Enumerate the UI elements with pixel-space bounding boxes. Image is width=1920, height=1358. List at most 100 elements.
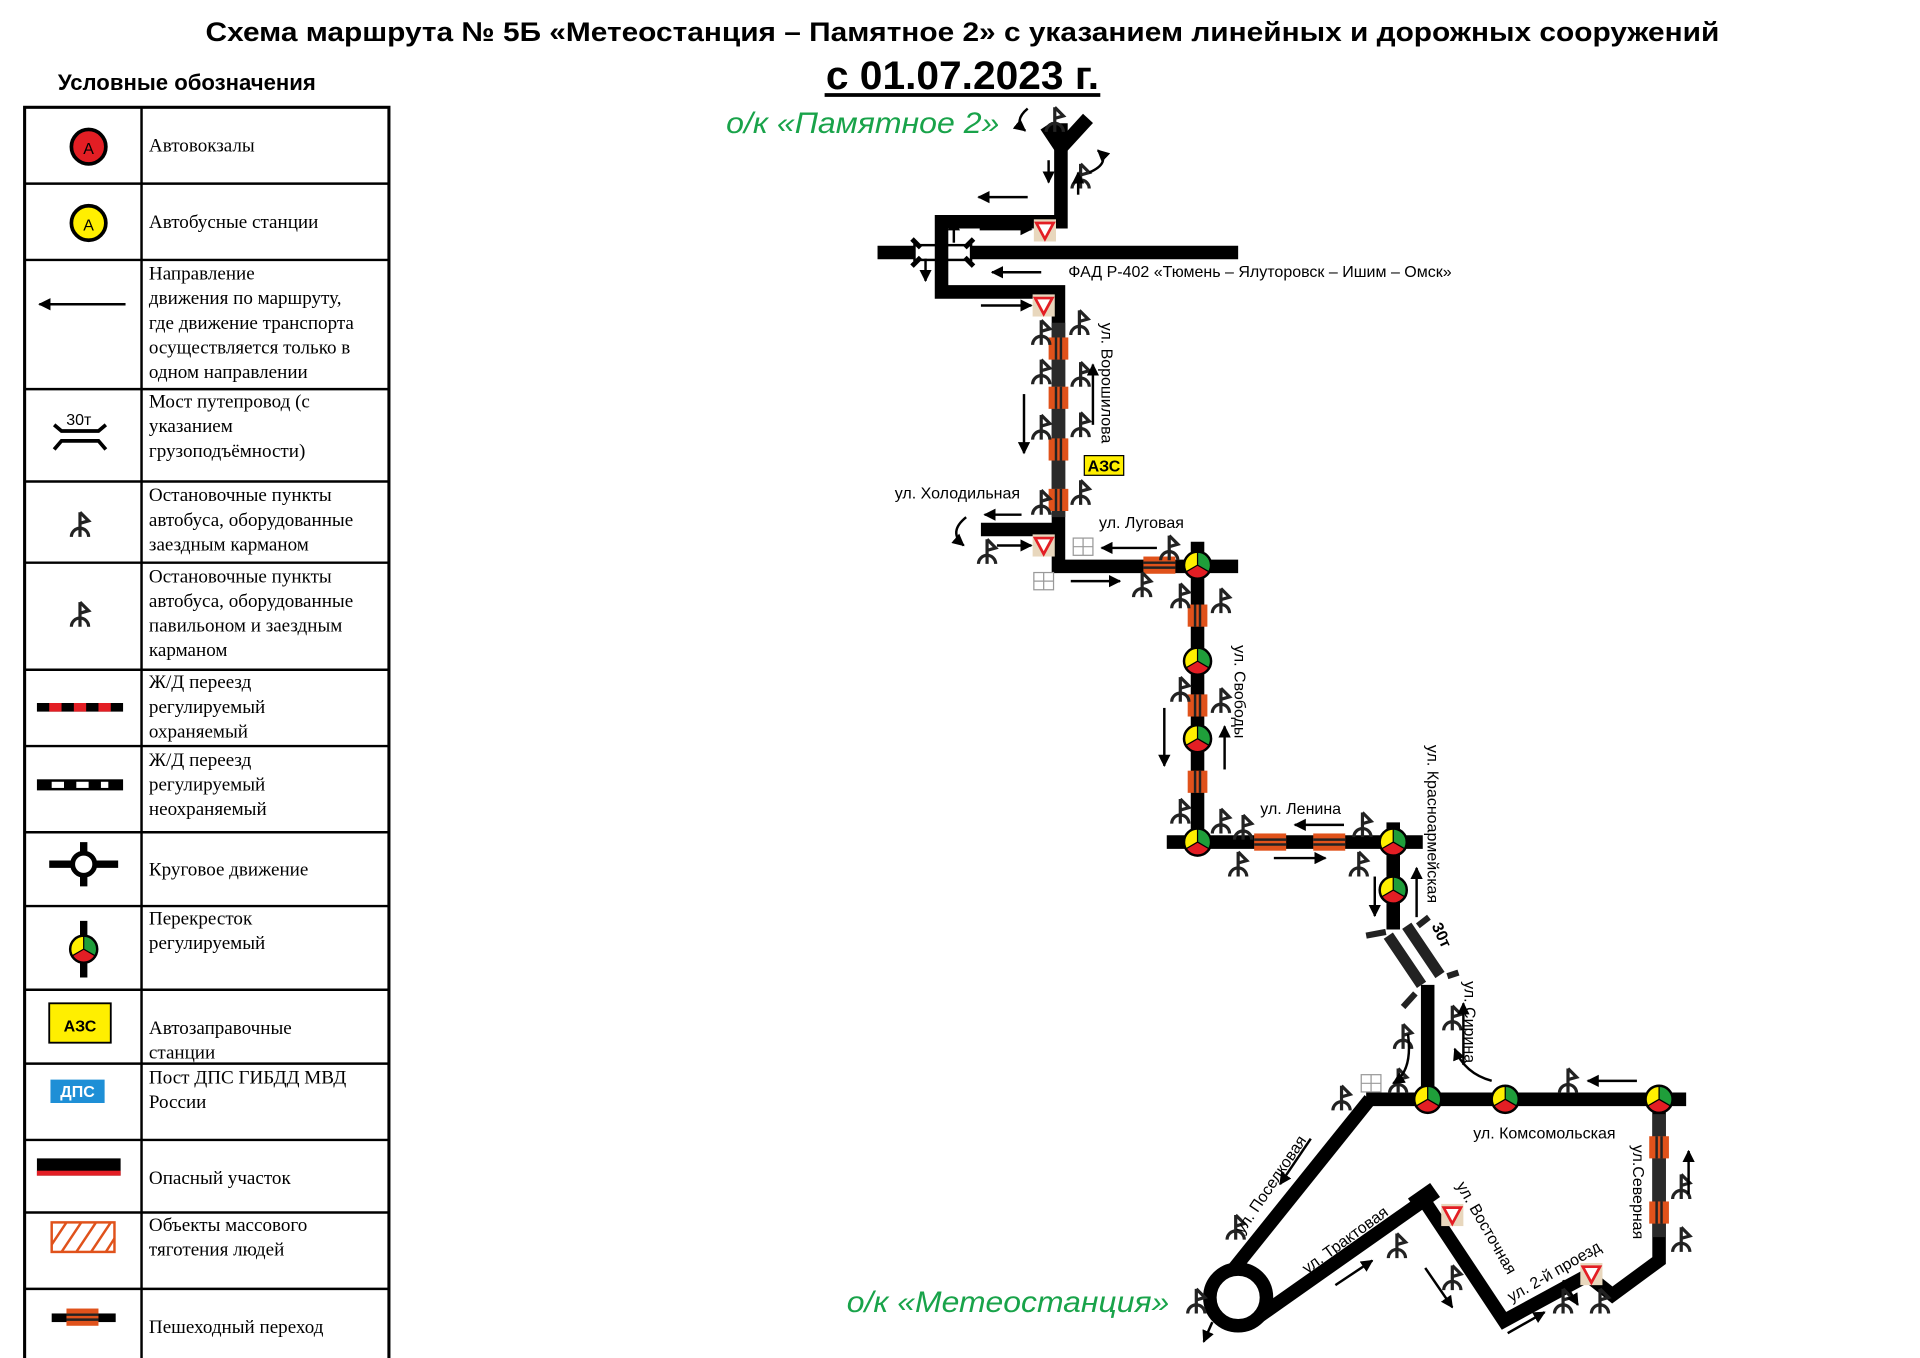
svg-text:Опасный участок: Опасный участок — [149, 1168, 292, 1189]
bus-stop-icon — [1671, 1172, 1692, 1201]
street-label-lugovaya: ул. Луговая — [1099, 515, 1184, 532]
svg-text:указанием: указанием — [149, 416, 233, 437]
traffic-light-icon — [1412, 1084, 1443, 1115]
route-map: АЗС о/к «Памятное 2» о/к «Метеостанция» … — [726, 105, 1695, 1343]
bus-stop-icon — [1159, 534, 1180, 562]
svg-text:автобуса, оборудованные: автобуса, оборудованные — [149, 510, 353, 531]
street-label-holodilnaya: ул. Холодильная — [895, 486, 1020, 503]
svg-text:Автозаправочные: Автозаправочные — [149, 1018, 292, 1039]
svg-text:Мост путепровод (с: Мост путепровод (с — [149, 392, 310, 413]
bus-stop-icon — [1170, 675, 1191, 704]
bus-stop-pocket-icon — [69, 510, 91, 539]
railway-crossing-unguarded-icon — [36, 779, 124, 791]
bus-stop-icon — [1210, 807, 1232, 836]
svg-text:заездным карманом: заездным карманом — [149, 534, 309, 555]
bus-stop-icon — [1031, 358, 1052, 386]
svg-text:движения по маршруту,: движения по маршруту, — [149, 288, 342, 309]
traffic-light-icon — [1182, 723, 1213, 754]
street-label-sirina: ул. Сирина — [1461, 981, 1478, 1063]
highway-label: ФАД Р-402 «Тюмень – Ялуторовск – Ишим – … — [1068, 264, 1451, 281]
traffic-light-icon — [1378, 827, 1409, 857]
bus-station-icon: А — [69, 203, 108, 243]
street-label-voroshilova: ул. Ворошилова — [1098, 323, 1115, 444]
bus-stop-icon — [1557, 1066, 1579, 1095]
yield-sign-icon — [1031, 293, 1057, 318]
bus-stop-icon — [1210, 686, 1232, 715]
bridge-30t — [1365, 914, 1460, 1010]
end-stop-label: о/к «Метеостанция» — [847, 1286, 1169, 1319]
svg-text:охраняемый: охраняемый — [149, 721, 248, 742]
bus-stop-icon — [1070, 162, 1091, 191]
bus-stop-icon — [1170, 582, 1191, 610]
pedestrian-crossing-icon — [1186, 693, 1209, 718]
svg-text:Пост ДПС ГИБДД МВД: Пост ДПС ГИБДД МВД — [149, 1067, 346, 1088]
yield-sign-icon — [1032, 217, 1058, 243]
legend-heading: Условные обозначения — [58, 70, 316, 95]
svg-text:павильоном и заездным: павильоном и заездным — [149, 616, 342, 637]
start-stop-label: о/к «Памятное 2» — [726, 107, 999, 140]
bus-stop-icon — [1331, 1084, 1352, 1112]
yield-sign-icon — [1578, 1261, 1604, 1287]
crowd-object-icon — [50, 1221, 116, 1254]
bus-stop-icon — [1031, 488, 1052, 517]
svg-text:АЗС: АЗС — [1088, 459, 1121, 476]
gas-station-icon: АЗС — [48, 1002, 112, 1044]
svg-text:Ж/Д переезд: Ж/Д переезд — [149, 750, 252, 771]
svg-text:грузоподъёмности): грузоподъёмности) — [149, 441, 305, 462]
svg-text:Автобусные станции: Автобусные станции — [149, 212, 318, 233]
effective-date: с 01.07.2023 г. — [826, 54, 1099, 98]
traffic-light-icon — [1182, 550, 1213, 580]
direction-arrows — [919, 107, 1695, 1343]
poselkovaya-road — [1219, 1095, 1376, 1285]
bus-stop-icon — [1070, 410, 1091, 439]
svg-text:30т: 30т — [66, 412, 92, 429]
bus-stop-pavilion-icon — [69, 600, 91, 629]
pedestrian-crossing-icon — [1047, 336, 1070, 361]
pedestrian-crossing-icon — [1186, 769, 1209, 795]
yield-sign-icon — [1439, 1202, 1465, 1228]
traffic-light-icon — [1182, 646, 1213, 676]
yield-sign-icon — [1031, 533, 1057, 558]
railway-crossing-guarded-icon — [36, 703, 124, 712]
bus-stop-icon — [1069, 308, 1090, 337]
bus-stop-icon — [1442, 1263, 1463, 1292]
traffic-light-icon — [1644, 1084, 1674, 1115]
building-icon — [1072, 537, 1094, 556]
svg-text:регулируемый: регулируемый — [149, 697, 265, 718]
bus-stop-icon — [1348, 850, 1369, 879]
street-label-krasnoarmeyskaya: ул. Красноармейская — [1424, 745, 1441, 903]
svg-text:тяготения людей: тяготения людей — [149, 1240, 284, 1261]
bus-stop-icon — [1227, 850, 1249, 879]
svg-text:России: России — [149, 1092, 206, 1113]
building-icon — [1033, 571, 1055, 591]
traffic-light-icon — [68, 920, 99, 978]
bus-stop-icon — [1131, 570, 1153, 599]
street-label-komsomolskaya: ул. Комсомольская — [1473, 1126, 1615, 1143]
svg-text:осуществляется только в: осуществляется только в — [149, 337, 350, 358]
bridge-load-label: 30т — [1428, 920, 1454, 951]
svg-text:Направление: Направление — [149, 264, 255, 285]
svg-text:где движение транспорта: где движение транспорта — [149, 313, 354, 334]
legend-table — [23, 105, 391, 1358]
traffic-light-icon — [1490, 1084, 1521, 1115]
traffic-light-icon — [1378, 875, 1409, 905]
svg-text:Круговое движение: Круговое движение — [149, 859, 308, 880]
svg-text:А: А — [83, 217, 94, 234]
legend-labels: Автовокзалы Автобусные станции Направлен… — [149, 136, 354, 1339]
svg-text:автобуса, оборудованные: автобуса, оборудованные — [149, 591, 353, 612]
svg-text:одном направлении: одном направлении — [149, 362, 308, 383]
gas-station-badge: АЗС — [1083, 455, 1125, 476]
pedestrian-crossing-icon — [1647, 1200, 1671, 1225]
svg-text:Остановочные пункты: Остановочные пункты — [149, 485, 332, 506]
bus-stop-icon — [1070, 360, 1091, 389]
bus-stop-icon — [1232, 813, 1254, 842]
pedestrian-crossing-icon — [1186, 603, 1209, 628]
svg-text:Остановочные пункты: Остановочные пункты — [149, 566, 332, 587]
bridge-icon: 30т — [52, 412, 108, 451]
page-title: Схема маршрута № 5Б «Метеостанция – Памя… — [206, 16, 1720, 47]
svg-text:регулируемый: регулируемый — [149, 933, 265, 954]
svg-text:карманом: карманом — [149, 640, 228, 661]
pedestrian-crossing-icon — [1647, 1134, 1671, 1160]
bus-stop-icon — [1386, 1231, 1408, 1260]
